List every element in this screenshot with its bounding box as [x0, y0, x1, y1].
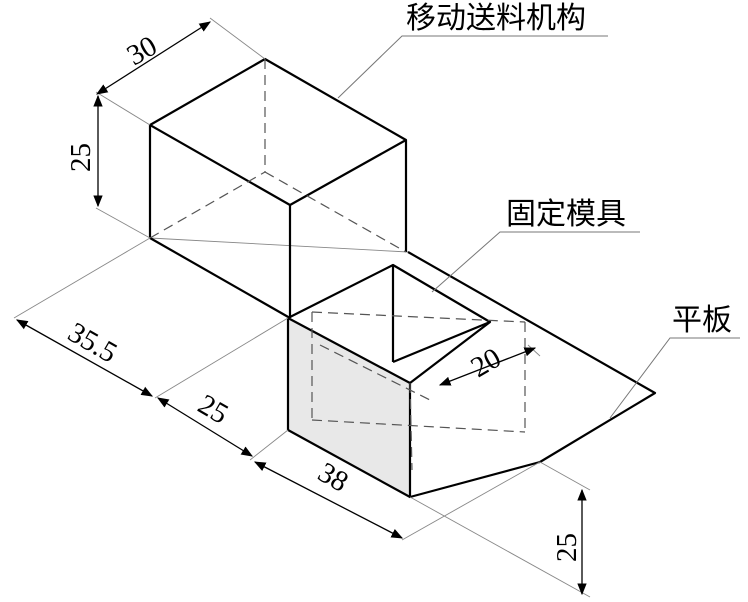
- extension-lines: [13, 17, 591, 598]
- plate: [149, 237, 657, 463]
- die-shaded-face: [288, 318, 410, 497]
- dim-die-height: 25: [551, 533, 583, 562]
- dim-top-height: 25: [65, 143, 97, 172]
- dim-top-width: 30: [122, 30, 163, 72]
- leader-lines: [337, 35, 740, 419]
- label-plate: 平板: [672, 304, 732, 337]
- label-fixed-die: 固定模具: [506, 198, 626, 231]
- dimension-lines: [15, 21, 587, 596]
- dim-offset: 25: [193, 388, 234, 430]
- dim-inner-width: 20: [466, 342, 507, 384]
- dim-left-length: 35.5: [63, 316, 123, 369]
- label-moving-mechanism: 移动送料机构: [406, 2, 586, 35]
- moving-block: [148, 57, 408, 319]
